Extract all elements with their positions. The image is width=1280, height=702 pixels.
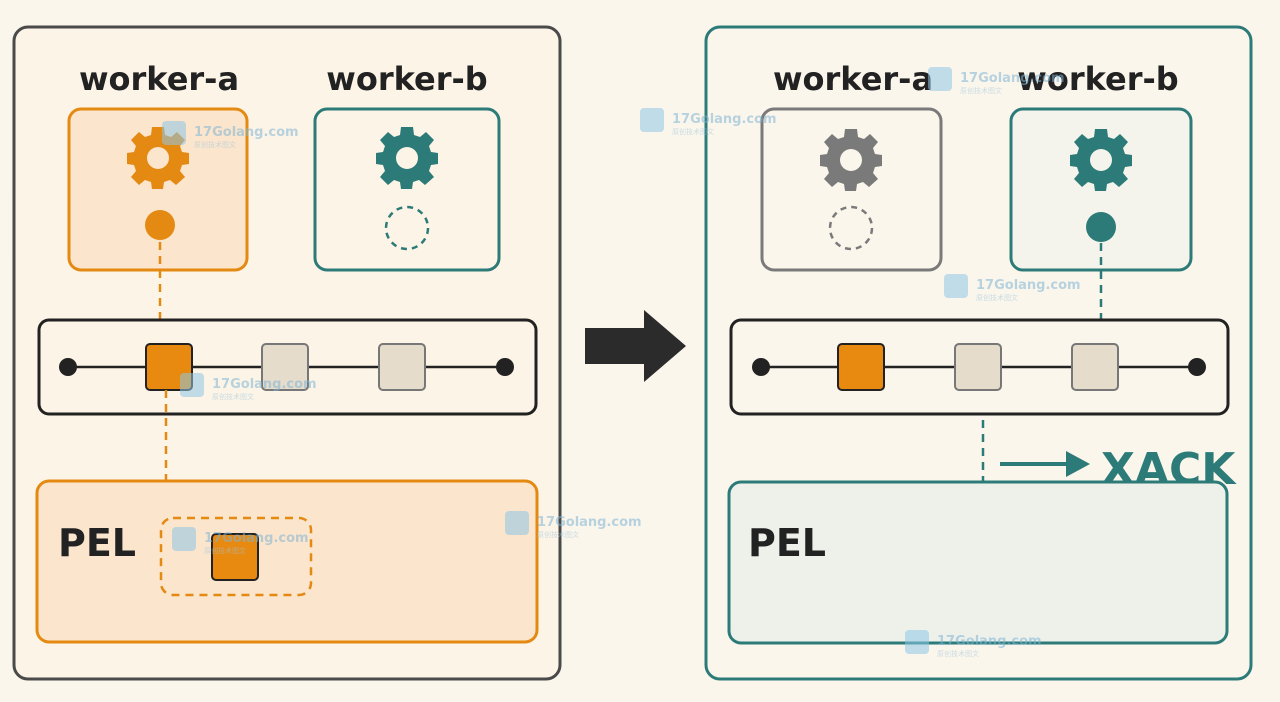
watermark: 17Golang.com 原创技术图文 <box>505 511 642 539</box>
left-stream <box>37 318 538 416</box>
svg-text:原创技术图文: 原创技术图文 <box>212 392 254 401</box>
arrow-right-icon <box>585 310 686 382</box>
svg-text:17Golang.com: 17Golang.com <box>672 112 777 127</box>
watermark: 17Golang.com 原创技术图文 <box>180 373 317 401</box>
right-stream-message <box>837 343 885 391</box>
right-worker-b-box <box>1009 107 1193 272</box>
right-stream-message-claimed <box>1071 343 1119 391</box>
left-stream-message <box>378 343 426 391</box>
watermark: 17Golang.com 原创技术图文 <box>928 67 1065 95</box>
right-stream <box>729 318 1230 416</box>
left-worker-b-empty-slot <box>384 205 430 251</box>
svg-text:17Golang.com: 17Golang.com <box>212 377 317 392</box>
left-worker-b-box <box>313 107 501 272</box>
left-worker-b-label: worker-b <box>326 60 487 98</box>
left-panel: worker-a worker-b <box>12 25 562 681</box>
svg-text:原创技术图文: 原创技术图文 <box>976 293 1018 302</box>
left-pel-pending-message <box>211 533 259 581</box>
right-worker-a-label: worker-a <box>773 60 933 98</box>
right-worker-b-label: worker-b <box>1017 60 1178 98</box>
watermark: 17Golang.com 原创技术图文 <box>905 630 1042 658</box>
svg-text:原创技术图文: 原创技术图文 <box>672 127 714 136</box>
right-worker-a-box <box>760 107 943 272</box>
right-panel: worker-a worker-b <box>704 25 1253 681</box>
svg-text:原创技术图文: 原创技术图文 <box>194 140 236 149</box>
svg-text:原创技术图文: 原创技术图文 <box>960 86 1002 95</box>
right-pel-label: PEL <box>748 521 826 565</box>
watermarks: 17Golang.com 原创技术图文 17Golang.com 原创技术图文 … <box>162 67 1081 658</box>
svg-text:17Golang.com: 17Golang.com <box>204 531 309 546</box>
right-worker-a-empty-slot <box>828 205 874 251</box>
watermark: 17Golang.com 原创技术图文 <box>172 527 309 555</box>
svg-text:原创技术图文: 原创技术图文 <box>937 649 979 658</box>
right-worker-b-message-dot <box>1086 212 1116 242</box>
ack-arrow-icon <box>1066 451 1090 477</box>
svg-text:17Golang.com: 17Golang.com <box>937 634 1042 649</box>
watermark: 17Golang.com 原创技术图文 <box>162 121 299 149</box>
left-worker-a-message-dot <box>145 210 175 240</box>
svg-text:17Golang.com: 17Golang.com <box>194 125 299 140</box>
svg-text:原创技术图文: 原创技术图文 <box>204 546 246 555</box>
watermark: 17Golang.com 原创技术图文 <box>640 108 777 136</box>
svg-text:17Golang.com: 17Golang.com <box>960 71 1065 86</box>
svg-text:原创技术图文: 原创技术图文 <box>537 530 579 539</box>
right-stream-message <box>954 343 1002 391</box>
left-pel-label: PEL <box>58 521 136 565</box>
left-pel-box: PEL <box>35 479 539 644</box>
left-worker-a-box <box>67 107 249 272</box>
left-stream-message <box>261 343 309 391</box>
right-pel-box: PEL <box>727 480 1229 645</box>
svg-text:17Golang.com: 17Golang.com <box>976 278 1081 293</box>
svg-text:17Golang.com: 17Golang.com <box>537 515 642 530</box>
left-worker-a-label: worker-a <box>79 60 239 98</box>
watermark: 17Golang.com 原创技术图文 <box>944 274 1081 302</box>
